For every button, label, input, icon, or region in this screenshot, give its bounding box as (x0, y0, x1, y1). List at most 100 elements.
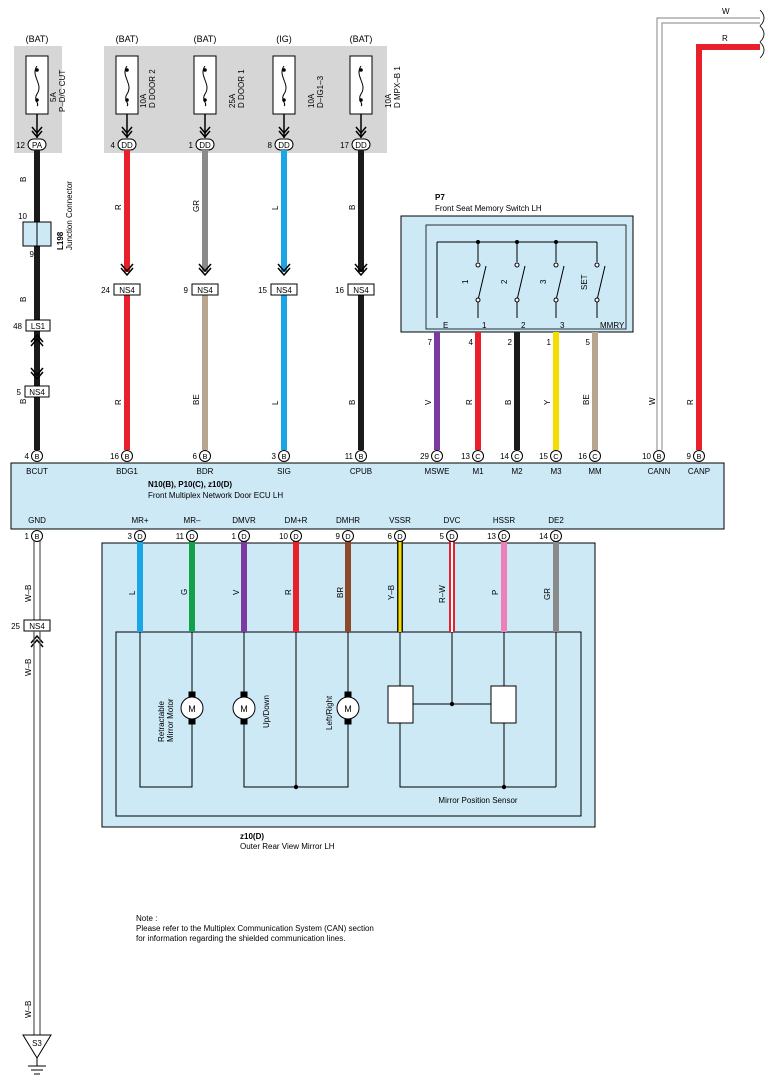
fuse-name: D DOOR 1 (237, 69, 246, 108)
svg-text:D: D (189, 532, 195, 541)
svg-text:4: 4 (469, 338, 474, 347)
svg-text:15: 15 (539, 452, 548, 461)
ecu-bottom-labels: GND MR+ MR– DMVR DM+R DMHR VSSR DVC HSSR… (28, 516, 564, 525)
svg-text:W: W (722, 7, 730, 16)
svg-text:25: 25 (11, 622, 20, 631)
mirror-wire-labels: L G V R BR Y–B R–W P GR (128, 585, 552, 603)
svg-text:24: 24 (101, 286, 110, 295)
svg-text:Mirror Motor: Mirror Motor (166, 698, 175, 742)
svg-text:DD: DD (199, 141, 211, 150)
svg-text:MSWE: MSWE (425, 467, 450, 476)
svg-text:C: C (475, 452, 481, 461)
svg-text:DD: DD (355, 141, 367, 150)
svg-text:R: R (114, 399, 123, 405)
svg-text:Y–B: Y–B (387, 585, 396, 600)
svg-text:G: G (180, 589, 189, 595)
fuse-rating: 10A (139, 93, 148, 108)
svg-text:10: 10 (279, 532, 288, 541)
svg-text:BCUT: BCUT (26, 467, 48, 476)
ground-wire: NS4 25 W–B W–B W–B S3 (11, 541, 52, 1075)
fuse-outlet-arrows (31, 114, 367, 139)
junction-id: L198 (56, 231, 65, 250)
svg-text:B: B (19, 297, 28, 302)
svg-text:BE: BE (192, 394, 201, 405)
switch-name: Front Seat Memory Switch LH (435, 204, 542, 213)
svg-text:8: 8 (268, 141, 273, 150)
inline-connectors: LS1 48 NS4 5 NS4 24 NS4 9 NS4 15 NS4 16 (13, 283, 375, 398)
svg-text:B: B (19, 177, 28, 182)
svg-text:3: 3 (272, 452, 277, 461)
motor-up-down: M Up/Down (232, 695, 271, 728)
svg-text:B: B (34, 532, 39, 541)
svg-text:for information regarding the: for information regarding the shielded c… (136, 934, 345, 943)
svg-text:D: D (345, 532, 351, 541)
fuse-source: (BAT) (350, 34, 373, 44)
svg-text:DMHR: DMHR (336, 516, 360, 525)
fuse-source: (IG) (276, 34, 292, 44)
svg-text:V: V (232, 589, 241, 595)
svg-text:1: 1 (232, 532, 237, 541)
svg-text:Note :: Note : (136, 914, 157, 923)
svg-text:NS4: NS4 (119, 286, 135, 295)
ecu-name: Front Multiplex Network Door ECU LH (148, 491, 283, 500)
svg-text:CANP: CANP (688, 467, 710, 476)
svg-text:M2: M2 (511, 467, 523, 476)
svg-text:NS4: NS4 (29, 388, 45, 397)
svg-text:1: 1 (547, 338, 552, 347)
svg-text:B: B (348, 400, 357, 405)
upper-wire-labels: B B B R R GR BE L L B B (19, 177, 357, 405)
fuse-rating: 5A (49, 92, 58, 102)
svg-text:B: B (656, 452, 661, 461)
fuse-source: (BAT) (26, 34, 49, 44)
ecu-input-wire-labels: V R B Y BE W R (424, 394, 695, 405)
svg-text:3: 3 (560, 321, 565, 330)
svg-text:B: B (348, 205, 357, 210)
svg-text:Up/Down: Up/Down (262, 695, 271, 728)
fuse-rating: 10A (307, 93, 316, 108)
svg-text:2: 2 (508, 338, 513, 347)
memory-switch-p7: P7 Front Seat Memory Switch LH 1 2 3 SET… (400, 193, 634, 333)
svg-text:B: B (504, 400, 513, 405)
svg-text:9: 9 (336, 532, 341, 541)
svg-text:M3: M3 (550, 467, 562, 476)
mirror-id: z10(D) (240, 832, 264, 841)
svg-text:D: D (293, 532, 299, 541)
svg-text:D: D (501, 532, 507, 541)
svg-text:1: 1 (189, 141, 194, 150)
ecu-bottom-pins: B1 D3 D11 D1 D10 D9 D6 D5 D13 D14 (25, 530, 562, 542)
svg-text:W: W (648, 397, 657, 405)
svg-text:16: 16 (110, 452, 119, 461)
svg-text:MR+: MR+ (131, 516, 148, 525)
fuse-name: D MPX–B 1 (393, 66, 402, 108)
mirror-position-sensor-label: Mirror Position Sensor (438, 796, 517, 805)
svg-text:5: 5 (440, 532, 445, 541)
svg-text:D: D (241, 532, 247, 541)
svg-text:1: 1 (25, 532, 30, 541)
svg-text:NS4: NS4 (197, 286, 213, 295)
svg-text:R–W: R–W (438, 585, 447, 603)
svg-text:3: 3 (128, 532, 133, 541)
svg-text:NS4: NS4 (276, 286, 292, 295)
mirror-wires (137, 536, 559, 632)
svg-text:R: R (114, 204, 123, 210)
svg-text:DD: DD (121, 141, 133, 150)
svg-text:L: L (271, 205, 280, 210)
svg-text:B: B (202, 452, 207, 461)
ecu-box: N10(B), P10(C), z10(D) Front Multiplex N… (10, 462, 725, 530)
svg-text:MMRY: MMRY (600, 321, 625, 330)
fuse-box-right (104, 46, 387, 153)
fuse-rating: 10A (384, 93, 393, 108)
ns4-arrows (30, 263, 368, 381)
svg-text:DD: DD (278, 141, 290, 150)
svg-text:C: C (553, 452, 559, 461)
svg-text:16: 16 (578, 452, 587, 461)
fuse-d-ig1-3: (IG) 10A D–IG1–3 (272, 34, 325, 115)
svg-text:D: D (137, 532, 143, 541)
svg-text:6: 6 (388, 532, 393, 541)
svg-text:1: 1 (461, 279, 470, 284)
svg-text:11: 11 (176, 532, 185, 541)
svg-text:13: 13 (487, 532, 496, 541)
svg-text:Retractable: Retractable (157, 701, 166, 742)
svg-text:4: 4 (111, 141, 116, 150)
fuse-name: D DOOR 2 (148, 69, 157, 108)
